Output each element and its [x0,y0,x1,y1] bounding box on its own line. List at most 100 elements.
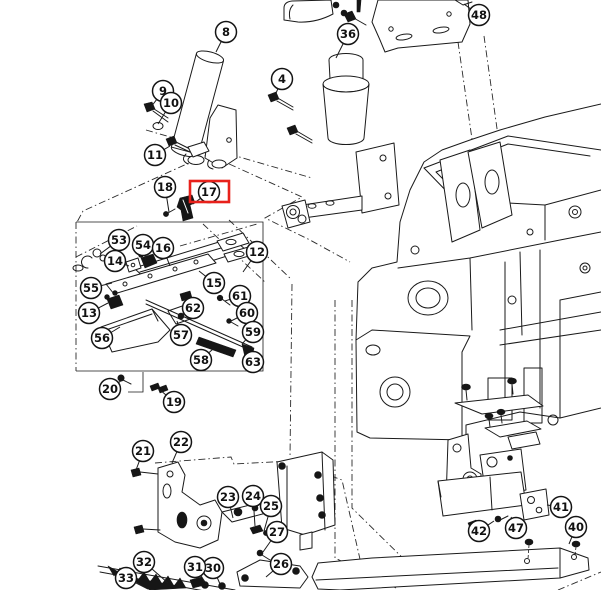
callout-12[interactable]: 12 [242,240,269,273]
callout-31[interactable]: 31 [183,555,208,586]
screw-4-group [267,91,313,144]
callout-47[interactable]: 47 [504,516,528,540]
balloon-16[interactable] [151,236,175,260]
callout-59[interactable]: 59 [241,320,265,345]
callout-60[interactable]: 60 [230,301,259,325]
callout-27[interactable]: 27 [262,520,289,553]
screw-9-10-11-group [143,101,210,158]
balloon-label-27: 27 [269,525,285,539]
callout-63[interactable]: 63 [241,350,265,374]
balloon-label-15: 15 [206,276,222,290]
balloon-label-36: 36 [340,27,356,41]
callout-16[interactable]: 16 [151,236,175,267]
callout-22[interactable]: 22 [169,430,193,464]
callout-56[interactable]: 56 [90,326,121,350]
callout-13[interactable]: 13 [77,301,109,325]
balloon-24[interactable] [241,484,265,508]
callout-53[interactable]: 53 [99,228,131,255]
balloon-8[interactable] [214,20,238,44]
balloon-63[interactable] [241,350,265,374]
balloon-label-41: 41 [553,500,569,514]
balloon-20[interactable] [98,377,122,401]
balloon-4[interactable] [270,67,294,91]
callout-19[interactable]: 19 [158,388,186,414]
balloon-32[interactable] [132,550,156,574]
balloon-59[interactable] [241,320,265,344]
balloon-14[interactable] [103,249,127,273]
callout-57[interactable]: 57 [169,320,193,347]
balloon-33[interactable] [114,566,138,590]
balloon-26[interactable] [269,552,293,576]
balloon-62[interactable] [181,296,205,320]
callout-30[interactable]: 30 [201,556,225,585]
balloon-27[interactable] [265,520,289,544]
balloon-36[interactable] [336,22,360,46]
balloon-10[interactable] [159,91,183,115]
callout-48[interactable]: 48 [463,3,491,27]
callout-33[interactable]: 33 [114,566,149,590]
leader-line-61 [224,298,231,302]
balloon-25[interactable] [259,494,283,518]
callout-17[interactable]: 17 [192,180,221,205]
balloon-12[interactable] [245,240,269,264]
callout-8[interactable]: 8 [214,20,238,53]
callout-32[interactable]: 32 [132,550,169,584]
balloon-15[interactable] [202,271,226,295]
leader-line-24 [253,506,256,527]
callout-23[interactable]: 23 [216,485,240,519]
balloon-22[interactable] [169,430,193,454]
balloon-55[interactable] [79,276,103,300]
balloon-21[interactable] [131,439,155,463]
callout-41[interactable]: 41 [546,495,573,519]
leader-line-12 [242,260,252,273]
balloon-label-16: 16 [155,241,171,255]
callout-18[interactable]: 18 [153,175,177,213]
balloon-label-53: 53 [111,233,127,247]
balloon-label-21: 21 [135,444,151,458]
callout-40[interactable]: 40 [564,515,588,545]
balloon-label-25: 25 [263,499,279,513]
balloon-18[interactable] [153,175,177,199]
balloon-label-11: 11 [147,148,163,162]
leader-line-26 [265,570,274,578]
highlight-box-17 [188,179,231,204]
callout-4[interactable]: 4 [270,67,294,99]
balloon-40[interactable] [564,515,588,539]
leader-line-23 [229,507,234,519]
balloon-31[interactable] [183,555,207,579]
leader-line-53 [99,245,111,255]
callout-42[interactable]: 42 [467,519,495,543]
balloon-13[interactable] [77,301,101,325]
callout-58[interactable]: 58 [189,348,214,372]
balloon-11[interactable] [143,143,167,167]
callout-10[interactable]: 10 [157,91,183,125]
callout-36[interactable]: 36 [335,22,360,59]
balloon-47[interactable] [504,516,528,540]
balloon-58[interactable] [189,348,213,372]
callout-20[interactable]: 20 [98,377,123,401]
callout-14[interactable]: 14 [103,249,130,273]
callout-26[interactable]: 26 [265,552,293,578]
balloon-23[interactable] [216,485,240,509]
leader-line-10 [157,111,166,125]
balloon-48[interactable] [467,3,491,27]
callout-21[interactable]: 21 [131,439,155,471]
balloon-57[interactable] [169,323,193,347]
callout-62[interactable]: 62 [181,296,205,320]
balloon-label-62: 62 [185,301,201,315]
leader-line-40 [568,536,573,545]
callout-25[interactable]: 25 [259,494,283,532]
balloon-42[interactable] [467,519,491,543]
balloon-19[interactable] [162,390,186,414]
leader-line-11 [163,145,171,151]
balloon-label-4: 4 [278,72,286,86]
callout-15[interactable]: 15 [198,270,226,295]
leader-line-16 [166,257,171,267]
callout-55[interactable]: 55 [79,276,113,300]
leader-line-9 [150,99,158,108]
callout-24[interactable]: 24 [241,484,265,527]
balloon-41[interactable] [549,495,573,519]
callout-11[interactable]: 11 [143,143,171,167]
balloon-56[interactable] [90,326,114,350]
